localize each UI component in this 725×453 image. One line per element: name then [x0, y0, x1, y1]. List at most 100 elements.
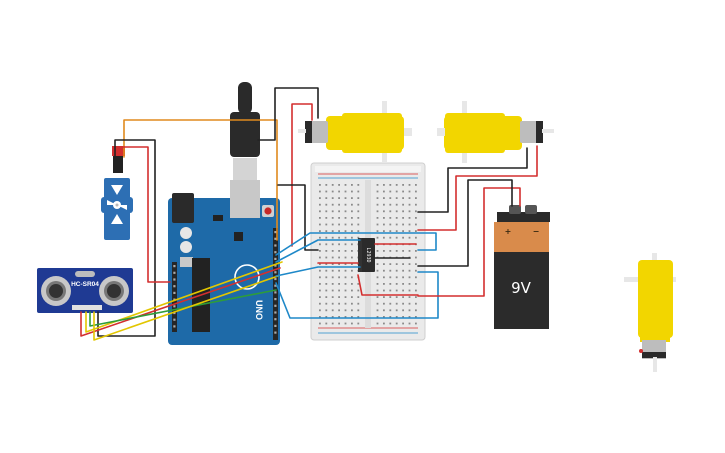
- wire-red-battery[interactable]: [417, 187, 521, 297]
- breadboard-hole: [402, 316, 404, 318]
- breadboard-hole: [415, 256, 417, 259]
- breadboard-hole: [351, 309, 353, 312]
- wire-red-motor-r[interactable]: [417, 145, 538, 231]
- breadboard-hole: [338, 256, 340, 259]
- wire-red-servo[interactable]: [118, 146, 171, 283]
- gear-motor-standalone[interactable]: [624, 253, 676, 372]
- breadboard-hole: [319, 309, 321, 312]
- motor-driver-ic[interactable]: L293D: [358, 238, 375, 272]
- breadboard-hole: [331, 289, 334, 292]
- breadboard-hole: [344, 197, 347, 199]
- header-pin: [173, 265, 176, 268]
- breadboard-hole: [408, 184, 411, 186]
- digital-header[interactable]: [273, 228, 278, 340]
- breadboard-hole: [376, 217, 379, 219]
- wire-orange[interactable]: [123, 119, 278, 241]
- header-pin: [274, 298, 277, 301]
- breadboard-hole: [402, 203, 404, 206]
- breadboard-hole: [344, 263, 347, 265]
- breadboard-hole: [376, 276, 379, 279]
- breadboard-hole: [408, 283, 411, 285]
- arduino-board[interactable]: UNO: [168, 82, 280, 345]
- wire-blue-2[interactable]: [275, 239, 361, 263]
- breadboard-hole: [415, 217, 417, 219]
- wire-green-sensor[interactable]: [89, 289, 277, 327]
- breadboard-hole: [389, 283, 392, 285]
- breadboard-hole: [338, 309, 340, 312]
- ultrasonic-sensor[interactable]: HC-SR04: [37, 268, 133, 313]
- breadboard-hole: [402, 184, 404, 186]
- breadboard-hole: [319, 283, 321, 285]
- wire-yellow-sensor-2[interactable]: [93, 275, 279, 341]
- breadboard-hole: [344, 184, 347, 186]
- breadboard-hole: [325, 223, 328, 226]
- breadboard-hole: [351, 190, 353, 193]
- breadboard-hole: [383, 283, 385, 285]
- breadboard-hole: [402, 197, 404, 199]
- breadboard-hole: [331, 223, 334, 226]
- wire-black-battery[interactable]: [417, 179, 513, 267]
- breadboard-hole: [383, 184, 385, 186]
- wire-black-servo[interactable]: [97, 139, 156, 337]
- breadboard-hole: [344, 203, 347, 206]
- breadboard-hole: [389, 322, 392, 325]
- breadboard-hole: [389, 302, 392, 305]
- gear-motor-left[interactable]: [298, 101, 412, 163]
- breadboard-hole: [331, 256, 334, 259]
- breadboard-hole: [338, 316, 340, 318]
- servo-motor[interactable]: [101, 146, 133, 240]
- breadboard-holes: [319, 184, 417, 325]
- wire-yellow-sensor[interactable]: [85, 261, 283, 333]
- breadboard-hole: [351, 217, 353, 219]
- breadboard-hole: [408, 197, 411, 199]
- breadboard-hole: [395, 190, 398, 193]
- breadboard-hole: [402, 210, 404, 213]
- breadboard-hole: [351, 316, 353, 318]
- breadboard-hole: [351, 276, 353, 279]
- breadboard-hole: [325, 230, 328, 232]
- breadboard-hole: [331, 230, 334, 232]
- servo-horn: [107, 185, 127, 224]
- breadboard-hole: [357, 230, 360, 232]
- breadboard-hole: [402, 309, 404, 312]
- breadboard-hole: [395, 322, 398, 325]
- breadboard-hole: [383, 210, 385, 213]
- breadboard-hole: [338, 296, 340, 298]
- breadboard-hole: [389, 230, 392, 232]
- breadboard-hole: [415, 316, 417, 318]
- gear-motor-right[interactable]: [437, 101, 554, 163]
- breadboard-hole: [395, 302, 398, 305]
- breadboard-hole: [338, 236, 340, 239]
- breadboard-hole: [319, 190, 321, 193]
- breadboard-hole: [338, 243, 340, 246]
- wire-red-sensor[interactable]: [80, 267, 281, 337]
- analog-power-header[interactable]: [172, 262, 177, 332]
- breadboard-hole: [415, 289, 417, 292]
- header-pin: [173, 305, 176, 308]
- header-pin: [274, 231, 277, 234]
- wire-red-bb-2[interactable]: [357, 274, 419, 296]
- wire-red-motor-l[interactable]: [291, 103, 313, 247]
- wire-black-motor-l[interactable]: [257, 87, 319, 141]
- header-pin: [274, 331, 277, 334]
- wire-blue-4[interactable]: [275, 271, 439, 319]
- breadboard-hole: [325, 250, 328, 252]
- breadboard-hole: [408, 250, 411, 252]
- wire-black-arduino-bb[interactable]: [277, 184, 319, 251]
- wire-blue-3[interactable]: [275, 266, 361, 277]
- wire-blue-1[interactable]: [275, 232, 437, 256]
- breadboard-hole: [383, 203, 385, 206]
- breadboard-hole: [357, 217, 360, 219]
- wire-black-motor-r[interactable]: [417, 147, 528, 213]
- breadboard-hole: [415, 190, 417, 193]
- battery-9v[interactable]: + − 9V: [494, 205, 550, 329]
- header-pin: [274, 271, 277, 274]
- breadboard-hole: [415, 197, 417, 199]
- breadboard-hole: [331, 316, 334, 318]
- breadboard-hole: [331, 322, 334, 325]
- capacitor-1: [180, 227, 192, 239]
- breadboard-hole: [331, 243, 334, 246]
- breadboard-hole: [376, 250, 379, 252]
- breadboard-hole: [357, 322, 360, 325]
- breadboard-hole: [325, 316, 328, 318]
